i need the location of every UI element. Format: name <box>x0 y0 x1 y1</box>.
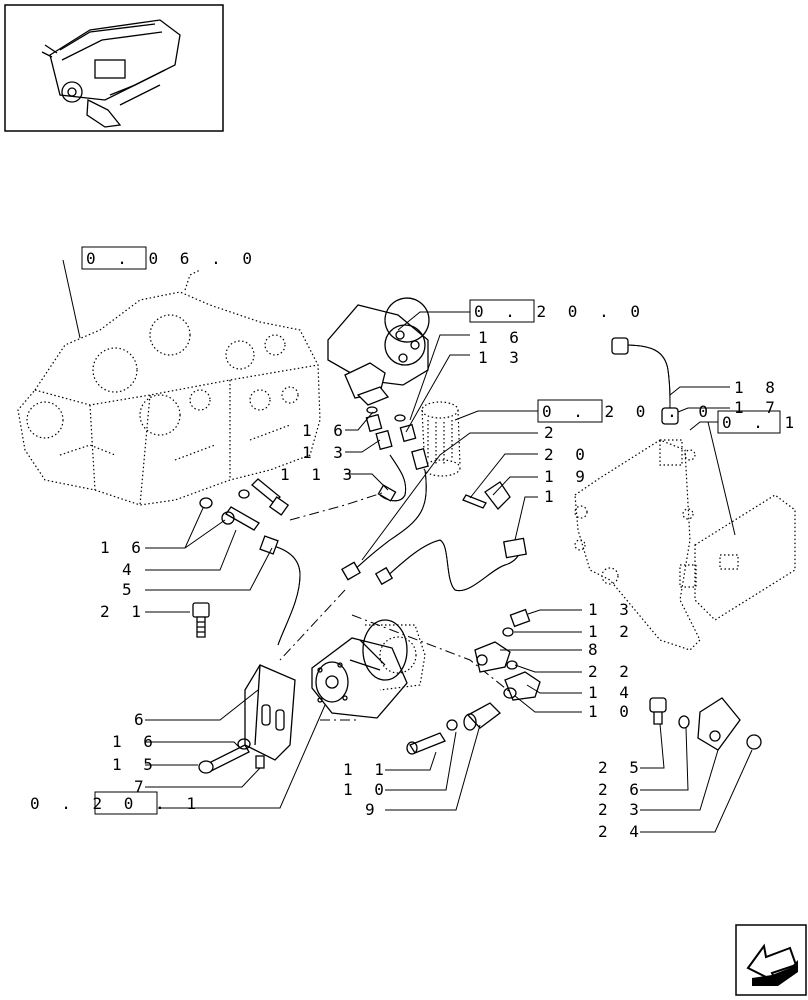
engine-block-drawing <box>17 269 321 506</box>
label-12: 1 2 <box>588 622 635 641</box>
mount-hardware-drawing <box>649 697 762 751</box>
label-21: 2 1 <box>100 602 147 621</box>
center-lines <box>320 614 521 721</box>
label-17: 1 7 <box>734 398 781 417</box>
pump-housing-drawing <box>327 297 430 406</box>
label-16-mid: 1 6 <box>302 421 349 440</box>
label-13-top: 1 3 <box>478 348 525 367</box>
engine-thumbnail[interactable] <box>4 4 224 132</box>
ecu-bracket-drawing <box>574 439 796 651</box>
label-16-left: 1 6 <box>100 538 147 557</box>
clip-drawing <box>462 481 511 510</box>
label-11: 1 1 <box>343 760 390 779</box>
label-16-lower: 1 6 <box>112 732 159 751</box>
label-14: 1 4 <box>588 683 635 702</box>
part-labels: 1 6 1 3 1 6 1 3 1 1 3 1 8 1 7 2 2 0 1 9 … <box>100 328 781 841</box>
label-24: 2 4 <box>598 822 645 841</box>
fittings-right-drawing <box>406 608 541 755</box>
union-fittings-drawing <box>365 406 429 471</box>
arrow-back-icon <box>746 943 798 986</box>
leader-lines <box>62 259 753 833</box>
label-7: 7 <box>134 777 150 796</box>
label-1: 1 <box>544 487 560 506</box>
label-2: 2 <box>544 423 560 442</box>
reference-boxes: 0 . 0 6 . 0 0 . 2 0 . 0 0 . 2 0 . 0 0 . … <box>30 246 808 815</box>
label-26: 2 6 <box>598 780 645 799</box>
engine-thumbnail-icon <box>41 19 181 128</box>
ref-0-20-1: 0 . 2 0 . 1 <box>30 794 202 813</box>
label-10-right: 1 0 <box>588 702 635 721</box>
label-13-right: 1 3 <box>588 600 635 619</box>
label-10-lower: 1 0 <box>343 780 390 799</box>
label-5: 5 <box>122 580 138 599</box>
label-15: 1 5 <box>112 755 159 774</box>
label-16-top: 1 6 <box>478 328 525 347</box>
ref-0-06-0: 0 . 0 6 . 0 <box>86 249 258 268</box>
upper-pipe-drawing <box>611 337 679 425</box>
label-9: 9 <box>365 800 381 819</box>
label-23: 2 3 <box>598 800 645 819</box>
label-20: 2 0 <box>544 445 591 464</box>
label-22: 2 2 <box>588 662 635 681</box>
back-nav-button[interactable] <box>735 924 807 996</box>
label-25: 2 5 <box>598 758 645 777</box>
ref-0-20-0-right: 0 . 2 0 . 0 <box>542 402 714 421</box>
banjo-bolts-drawing <box>192 478 290 638</box>
bracket-drawing <box>198 664 296 774</box>
label-8: 8 <box>588 640 604 659</box>
ref-0-20-0-top: 0 . 2 0 . 0 <box>474 302 646 321</box>
label-18: 1 8 <box>734 378 781 397</box>
label-13-mid: 1 3 <box>302 443 349 462</box>
label-19: 1 9 <box>544 467 591 486</box>
fuel-pipes-drawing <box>259 454 527 661</box>
label-4: 4 <box>122 560 138 579</box>
label-6: 6 <box>134 710 150 729</box>
label-113: 1 1 3 <box>280 465 358 484</box>
ref-0-17: 0 . 1 7 <box>722 413 808 432</box>
injection-pump-drawing <box>311 619 426 719</box>
